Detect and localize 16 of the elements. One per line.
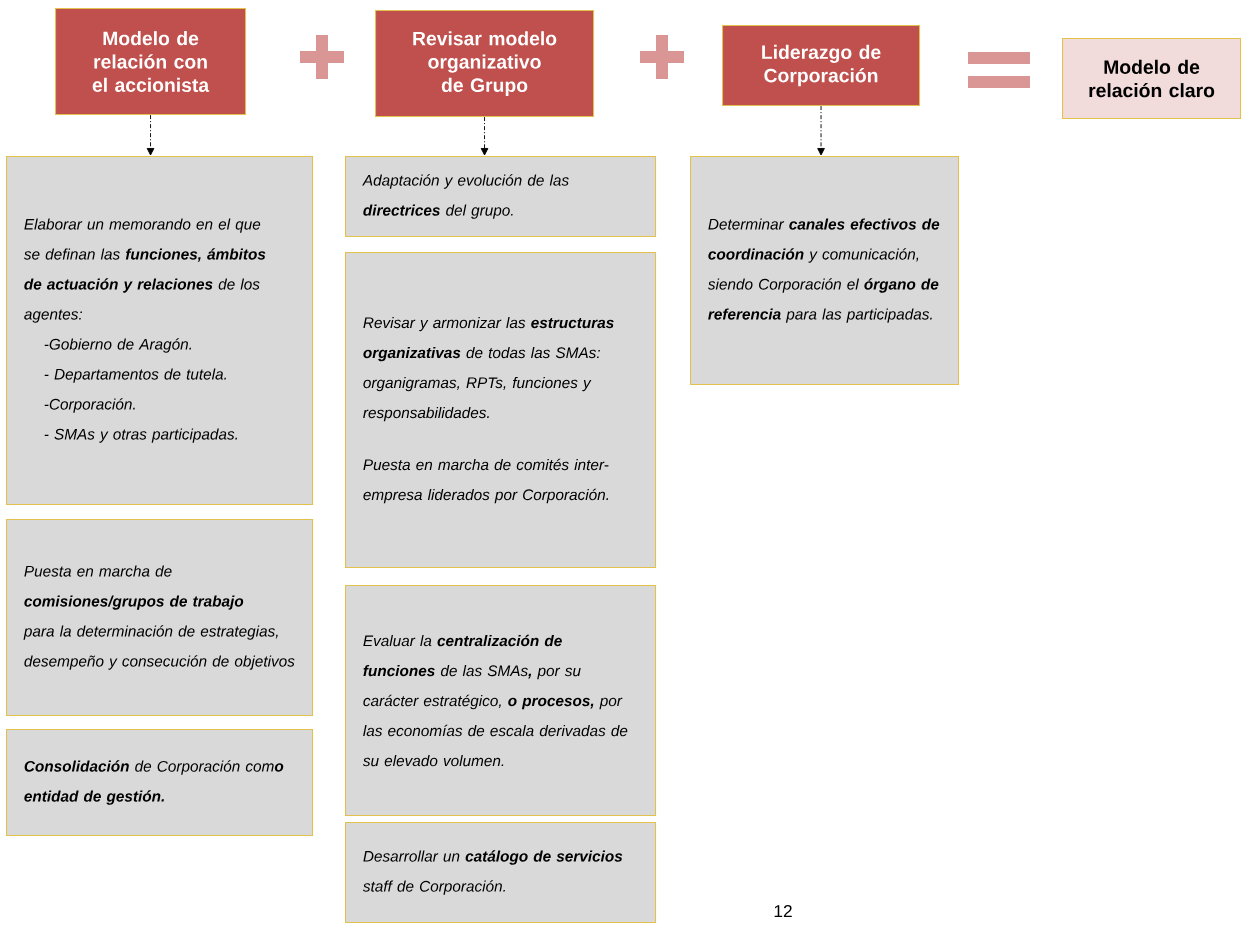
- header-box: Revisar modelo organizativo de Grupo: [375, 10, 595, 118]
- text-box: Puesta en marcha de comisiones/grupos de trabajo para la determinación de estrategias, desempeño y consecución de objetivos: [6, 519, 314, 717]
- text-box: Determinar canales efectivos de coordinación y comunicación, siendo Corporación el órgano de referencia para las participadas.: [690, 156, 960, 386]
- arrow: [480, 116, 489, 156]
- arrow: [817, 105, 825, 156]
- text-box: Revisar y armonizar las estructuras organizativas de todas las SMAs: organigramas, RPTs, funciones y responsabilidades. Puesta en marcha de comités inter-empresa liderados por Corporación.: [345, 252, 657, 569]
- arrow: [146, 114, 155, 156]
- text-box: Elaborar un memorando en el que se definan las funciones, ámbitos de actuación y relaciones de los agentes: -Gobierno de Aragón. - Departamentos de tutela. -Corporación. - SMAs y otras participadas.: [6, 156, 314, 506]
- page-number: 12: [774, 904, 792, 918]
- text-box: Desarrollar un catálogo de servicios staff de Corporación.: [345, 822, 657, 924]
- header-box: Liderazgo de Corporación: [722, 25, 921, 107]
- header-box: Modelo de relación con el accionista: [55, 8, 247, 116]
- result-box: Modelo de relación claro: [1062, 38, 1242, 120]
- text-box: Evaluar la centralización de funciones de las SMAs, por su carácter estratégico, o procesos, por las economías de escala derivadas de su elevado volumen.: [345, 585, 657, 817]
- text-box: Adaptación y evolución de las directrices del grupo.: [345, 156, 657, 238]
- text-box: Consolidación de Corporación como entidad de gestión.: [6, 729, 314, 837]
